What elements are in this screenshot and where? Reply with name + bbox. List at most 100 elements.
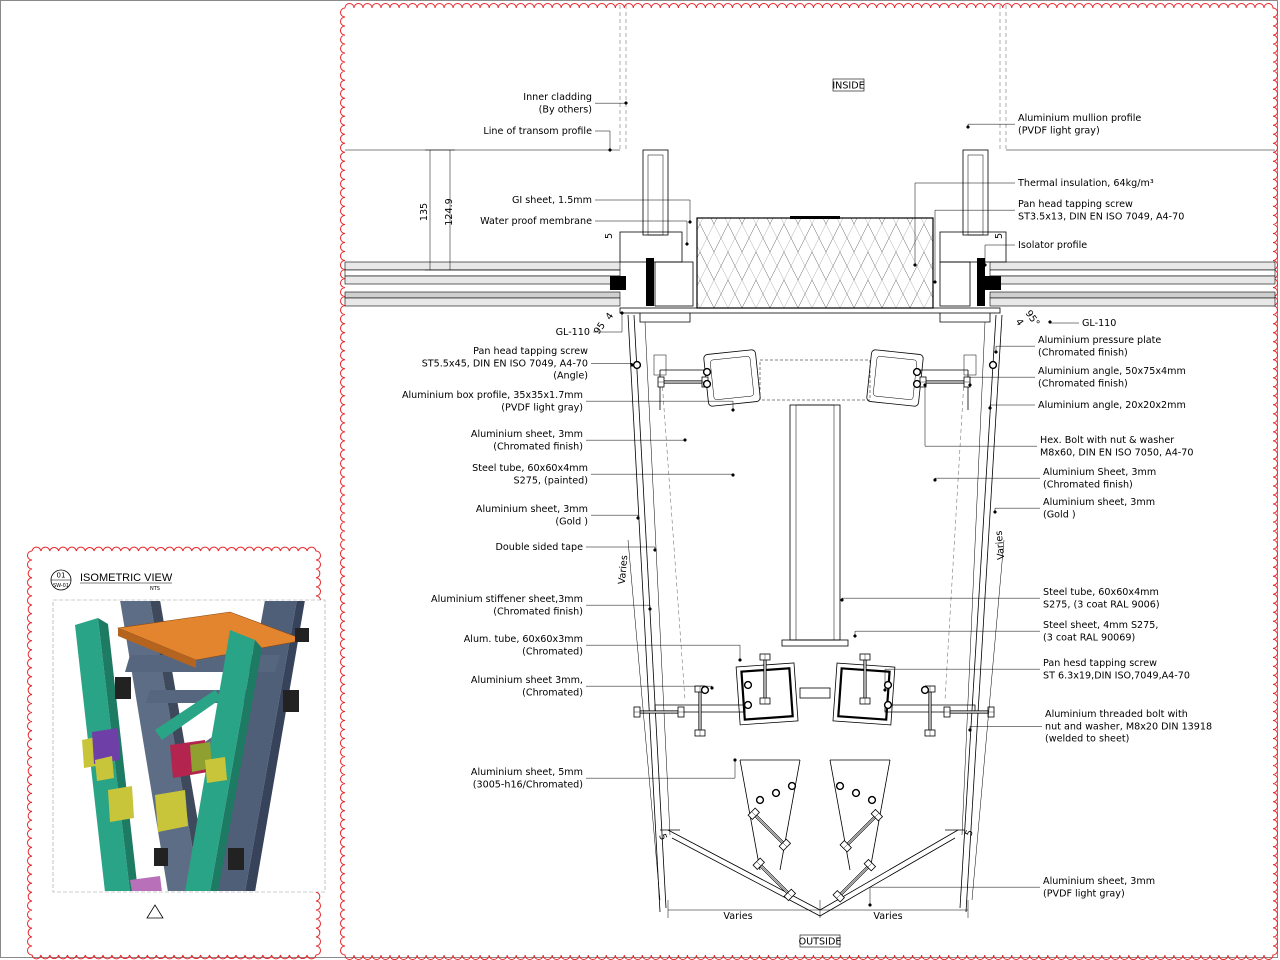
right-callout-line: (PVDF light gray) bbox=[1018, 125, 1100, 136]
bolt-icon bbox=[943, 706, 995, 718]
screw-icon bbox=[702, 367, 712, 377]
right-callout-line: (welded to sheet) bbox=[1045, 734, 1129, 745]
dim-5-left: 5 bbox=[604, 233, 615, 239]
screw-icon bbox=[912, 379, 922, 389]
right-callout-line: Aluminium threaded bolt with bbox=[1045, 709, 1188, 720]
leader-dot bbox=[968, 383, 972, 387]
screw-icon bbox=[632, 360, 642, 370]
right-callout-line: Pan head tapping screw bbox=[1018, 199, 1133, 210]
leader-dot bbox=[853, 634, 857, 638]
left-callout-line: Aluminium sheet, 3mm bbox=[471, 429, 583, 440]
left-callout-line: (By others) bbox=[539, 104, 592, 115]
screw-icon bbox=[755, 795, 765, 805]
iso-title: ISOMETRIC VIEW bbox=[80, 572, 173, 584]
left-callout-line: Aluminium box profile, 35x35x1.7mm bbox=[402, 390, 583, 401]
revision-cloud-main bbox=[340, 3, 1278, 960]
dim-varies-bottom-right: Varies bbox=[873, 911, 902, 922]
left-callout-line: (Chromated finish) bbox=[493, 441, 583, 452]
leader-dot bbox=[733, 758, 737, 762]
left-callout: Aluminium sheet 3mm,(Chromated) bbox=[471, 675, 583, 698]
leader-dot bbox=[653, 548, 657, 552]
screw-icon bbox=[867, 795, 877, 805]
left-callout-line: Water proof membrane bbox=[480, 216, 592, 227]
left-callout-line: Aluminium sheet 3mm, bbox=[471, 675, 583, 686]
right-callout-line: Aluminium Sheet, 3mm bbox=[1043, 467, 1156, 478]
right-callout-line: (Chromated finish) bbox=[1038, 378, 1128, 389]
iso-number: 01 bbox=[57, 572, 66, 580]
bolt-icon bbox=[759, 653, 771, 705]
bolt-icon bbox=[832, 858, 877, 903]
leader-dot bbox=[988, 406, 992, 410]
screw-icon bbox=[700, 685, 710, 695]
left-callout-line: (PVDF light gray) bbox=[501, 402, 583, 413]
right-callout-line: Hex. Bolt with nut & washer bbox=[1040, 435, 1174, 446]
bolt-icon bbox=[633, 706, 685, 718]
north-triangle-icon bbox=[146, 904, 164, 919]
right-callout: GL-110 bbox=[1082, 318, 1116, 329]
screw-icon bbox=[988, 360, 998, 370]
right-callout-line: Aluminium angle, 20x20x2mm bbox=[1038, 400, 1186, 411]
leader-dot bbox=[624, 101, 628, 105]
screw-icon bbox=[787, 781, 797, 791]
leader-dot bbox=[620, 311, 624, 315]
left-callout-line: Aluminium sheet, 3mm bbox=[476, 504, 588, 515]
left-callout-line: Aluminium sheet, 5mm bbox=[471, 767, 583, 778]
right-callout: Isolator profile bbox=[1018, 240, 1087, 251]
leader-dot bbox=[840, 598, 844, 602]
screw-icon bbox=[883, 700, 893, 710]
left-callout: Aluminium sheet, 5mm(3005-h16/Chromated) bbox=[471, 767, 583, 790]
right-callout-line: ST3.5x13, DIN EN ISO 7049, A4-70 bbox=[1018, 211, 1184, 222]
left-callout: Aluminium stiffener sheet,3mm(Chromated … bbox=[431, 594, 583, 617]
right-callout: Aluminium angle, 50x75x4mm(Chromated fin… bbox=[1038, 366, 1186, 389]
dim-varies-bottom-left: Varies bbox=[723, 911, 752, 922]
left-callout-line: S275, (painted) bbox=[514, 475, 588, 486]
dim-95-left: 95 bbox=[592, 320, 608, 336]
left-callout-line: Alum. tube, 60x60x3mm bbox=[464, 634, 583, 645]
right-callout-line: Isolator profile bbox=[1018, 240, 1087, 251]
dim-varies-left: Varies bbox=[617, 555, 631, 585]
leader-dot bbox=[630, 363, 634, 367]
screw-icon bbox=[912, 367, 922, 377]
leader-dot bbox=[738, 658, 742, 662]
bolt-icon bbox=[919, 376, 971, 388]
dim-4-right: 4 bbox=[1013, 317, 1026, 328]
dim-5-bottom-right: 5 bbox=[963, 828, 975, 838]
leader-dot bbox=[648, 607, 652, 611]
leader-dot bbox=[688, 220, 692, 224]
dim-124-9: 124.9 bbox=[444, 198, 455, 225]
left-callout: Water proof membrane bbox=[480, 216, 592, 227]
left-callout-line: GL-110 bbox=[556, 327, 590, 338]
left-callout-line: Steel tube, 60x60x4mm bbox=[472, 463, 588, 474]
leader-dot bbox=[731, 473, 735, 477]
right-callout-line: GL-110 bbox=[1082, 318, 1116, 329]
left-callout-line: Double sided tape bbox=[496, 542, 584, 553]
left-callout: Double sided tape bbox=[496, 542, 584, 553]
left-callout-line: (Gold ) bbox=[555, 516, 588, 527]
right-callout-line: M8x60, DIN EN ISO 7050, A4-70 bbox=[1040, 447, 1193, 458]
right-callout: Aluminium sheet, 3mm(PVDF light gray) bbox=[1043, 876, 1155, 899]
right-callout-line: ST 6.3x19,DIN ISO,7049,A4-70 bbox=[1043, 670, 1190, 681]
bolt-icon bbox=[859, 653, 871, 705]
leader-dot bbox=[933, 478, 937, 482]
left-callout-line: Line of transom profile bbox=[483, 126, 592, 137]
right-callout-line: (3 coat RAL 90069) bbox=[1043, 632, 1135, 643]
leader-dot bbox=[1048, 320, 1052, 324]
bolt-icon bbox=[839, 808, 884, 853]
left-callout: Aluminium sheet, 3mm(Gold ) bbox=[476, 504, 588, 527]
right-callout: Thermal insulation, 64kg/m³ bbox=[1017, 178, 1154, 189]
right-callout: Aluminium Sheet, 3mm(Chromated finish) bbox=[1043, 467, 1156, 490]
left-callout: GI sheet, 1.5mm bbox=[512, 195, 592, 206]
revision-cloud-iso bbox=[27, 546, 321, 960]
leader-dot bbox=[710, 686, 714, 690]
dim-varies-right: Varies bbox=[994, 530, 1008, 560]
screw-icon bbox=[883, 680, 893, 690]
iso-sheet-ref: SW-01 bbox=[53, 583, 69, 589]
leader-dot bbox=[966, 125, 970, 129]
right-callout: Aluminium mullion profile(PVDF light gra… bbox=[1018, 113, 1141, 136]
